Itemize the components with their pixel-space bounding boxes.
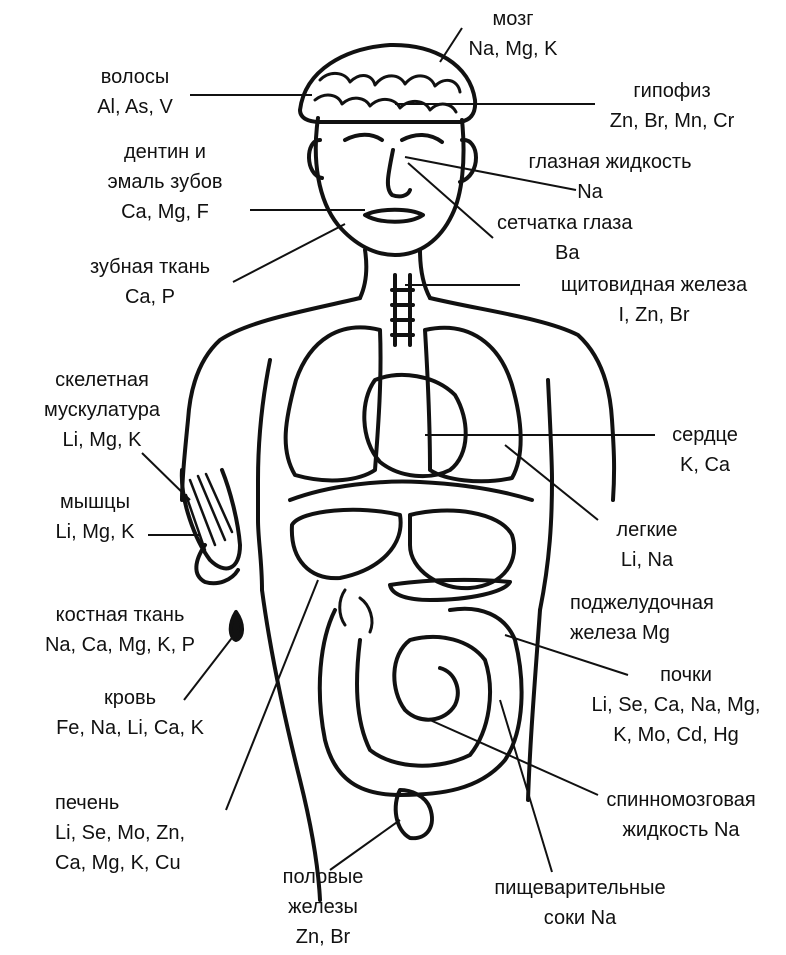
label-retina-elements: Ba [497,238,697,268]
label-skeletal-muscle-elements: Li, Mg, K [12,425,192,455]
label-retina: сетчатка глаза Ba [497,208,697,268]
label-dentin: дентин и эмаль зубов Ca, Mg, F [80,137,250,227]
label-dentin-elements: Ca, Mg, F [80,197,250,227]
intestine-loops [357,637,490,766]
label-hair-name: волосы [70,62,200,92]
label-bone: костная ткань Na, Ca, Mg, K, P [10,600,230,660]
diaphragm [290,482,532,500]
label-liver-elements2: Ca, Mg, K, Cu [55,848,255,878]
label-liver-name: печень [55,788,255,818]
label-gonads: половые железы Zn, Br [258,862,388,952]
label-tooth-tissue-name: зубная ткань [60,252,240,282]
label-dentin-line1: дентин и [80,137,250,167]
gonad [396,790,432,838]
arm-left-inner [258,360,270,590]
label-retina-name: сетчатка глаза [497,208,697,238]
pointer-retina [408,163,493,238]
label-tooth-tissue: зубная ткань Ca, P [60,252,240,312]
eyebrows [345,135,442,142]
label-liver: печень Li, Se, Mo, Zn, Ca, Mg, K, Cu [55,788,255,878]
label-hair: волосы Al, As, V [70,62,200,122]
label-csf-line1: спинномозговая [578,785,784,815]
label-gonads-line1: половые [258,862,388,892]
label-kidneys-elements1: Li, Se, Ca, Na, Mg, [568,690,784,720]
label-muscles-name: мышцы [30,487,160,517]
shoulder-left [182,298,360,500]
label-gonads-elements: Zn, Br [258,922,388,952]
stomach [410,511,514,589]
pointer-tooth [233,224,345,282]
torso-left [262,590,320,900]
lung-right [425,328,521,481]
label-blood-elements: Fe, Na, Li, Ca, K [20,713,240,743]
label-lungs: легкие Li, Na [592,515,702,575]
label-skeletal-muscle-line1: скелетная [12,365,192,395]
label-gonads-line2: железы [258,892,388,922]
label-heart-elements: K, Ca [650,450,760,480]
label-kidneys-name: почки [568,660,784,690]
label-hair-elements: Al, As, V [70,92,200,122]
label-pancreas: поджелудочная железа Mg [570,588,780,648]
label-heart-name: сердце [650,420,760,450]
label-pancreas-line2: железа Mg [570,618,780,648]
label-pituitary: гипофиз Zn, Br, Mn, Cr [582,76,762,136]
label-lungs-name: легкие [592,515,702,545]
mouth [365,210,423,222]
torso-right [528,610,540,800]
label-eye-fluid-name: глазная жидкость [495,147,725,177]
label-blood-name: кровь [20,683,240,713]
label-brain-elements: Na, Mg, K [448,34,578,64]
liver [292,510,401,578]
label-csf-line2: жидкость Na [578,815,784,845]
label-skeletal-muscle-line2: мускулатура [12,395,192,425]
label-brain-name: мозг [448,4,578,34]
label-brain: мозг Na, Mg, K [448,4,578,64]
label-pituitary-name: гипофиз [582,76,762,106]
label-kidneys: почки Li, Se, Ca, Na, Mg, K, Mo, Cd, Hg [568,660,784,750]
label-pancreas-line1: поджелудочная [570,588,780,618]
label-lungs-elements: Li, Na [592,545,702,575]
label-thyroid: щитовидная железа I, Zn, Br [523,270,785,330]
label-thyroid-elements: I, Zn, Br [523,300,785,330]
label-bone-name: костная ткань [10,600,230,630]
label-digestive-line2: соки Na [455,903,705,933]
label-digestive: пищеварительные соки Na [455,873,705,933]
label-eye-fluid: глазная жидкость Na [495,147,725,207]
label-liver-elements1: Li, Se, Mo, Zn, [55,818,255,848]
arm-right-inner [540,380,552,610]
label-heart: сердце K, Ca [650,420,760,480]
label-kidneys-elements2: K, Mo, Cd, Hg [568,720,784,750]
label-muscles: мышцы Li, Mg, K [30,487,160,547]
label-csf: спинномозговая жидкость Na [578,785,784,845]
label-bone-elements: Na, Ca, Mg, K, P [10,630,230,660]
pointer-digestive [500,700,552,872]
label-dentin-line2: эмаль зубов [80,167,250,197]
label-skeletal-muscle: скелетная мускулатура Li, Mg, K [12,365,192,455]
label-digestive-line1: пищеварительные [455,873,705,903]
label-muscles-elements: Li, Mg, K [30,517,160,547]
label-pituitary-elements: Zn, Br, Mn, Cr [582,106,762,136]
label-thyroid-name: щитовидная железа [523,270,785,300]
label-eye-fluid-elements: Na [495,177,725,207]
label-blood: кровь Fe, Na, Li, Ca, K [20,683,240,743]
label-tooth-tissue-elements: Ca, P [60,282,240,312]
